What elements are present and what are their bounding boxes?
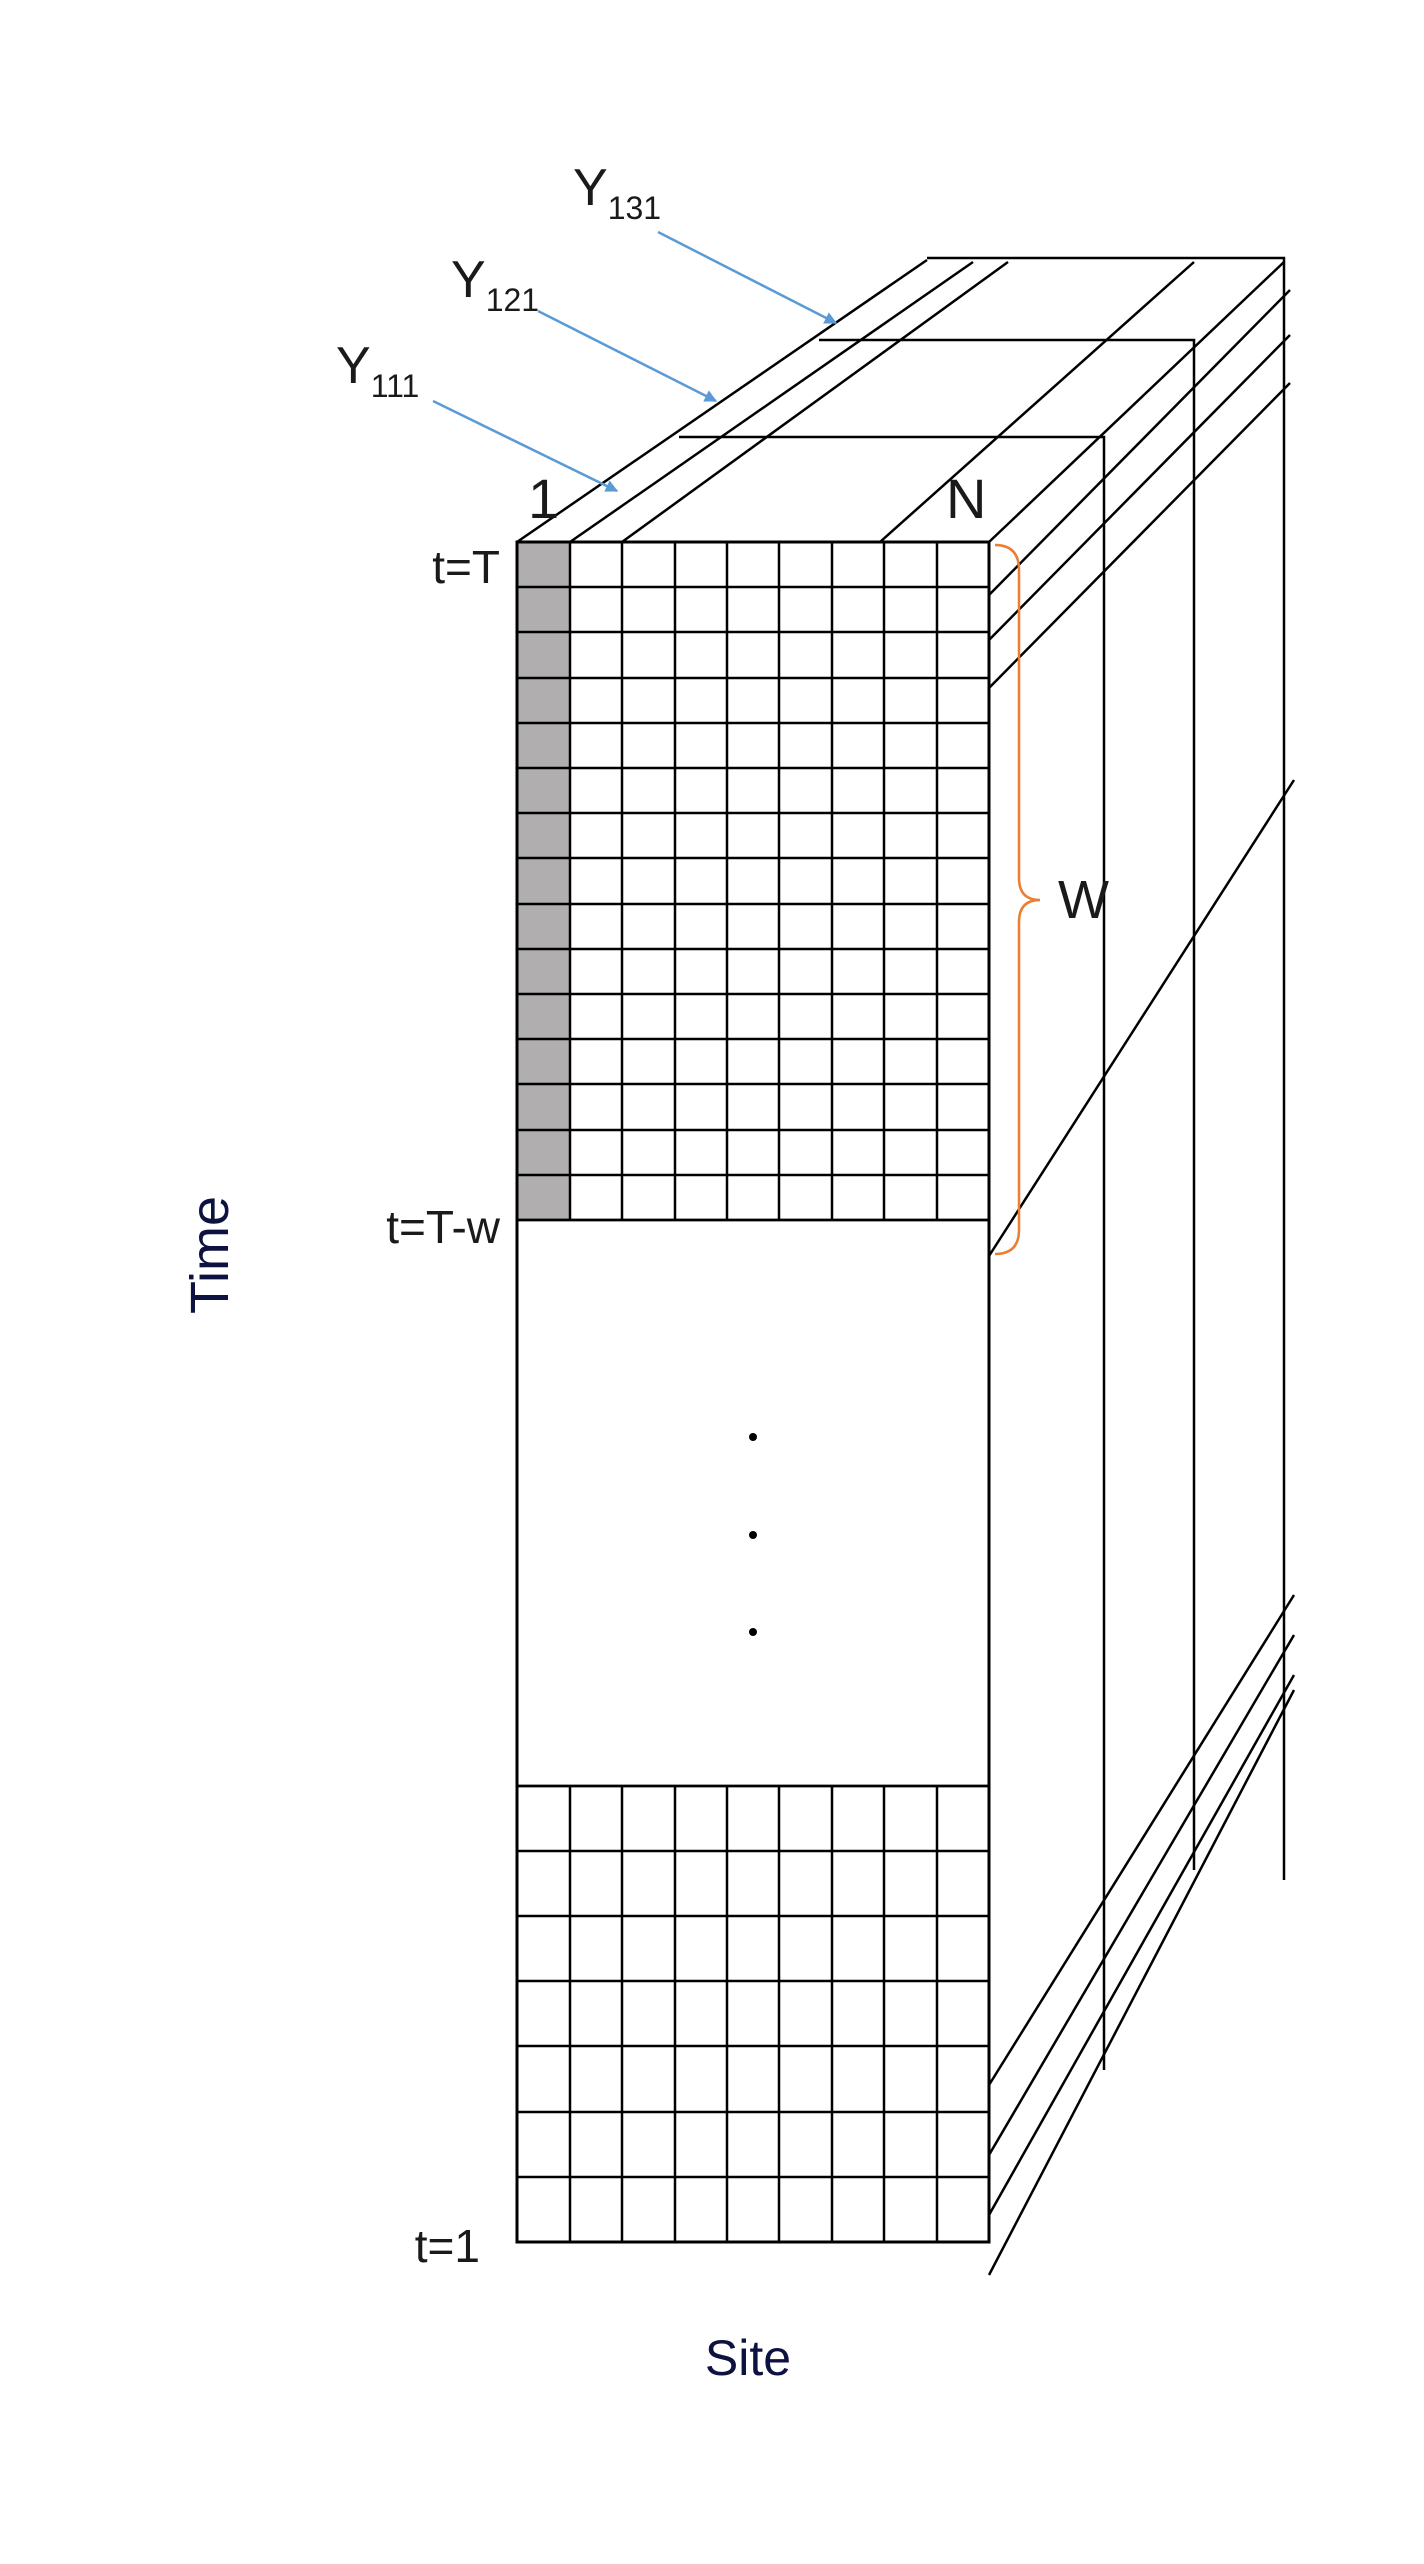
series-arrow-111 <box>432 399 619 493</box>
right-face <box>987 289 1296 2276</box>
column-label-last: N <box>946 467 986 530</box>
bottom-grid <box>515 1784 991 2244</box>
back-planes <box>679 256 1286 2070</box>
top-face-edge <box>621 260 1009 544</box>
row-label-bottom: t=1 <box>415 2220 480 2272</box>
x-axis-title: Site <box>705 2330 791 2386</box>
top-face-edge <box>988 261 1285 543</box>
right-face-edge <box>987 779 1296 1257</box>
window-grid <box>515 540 991 1222</box>
series-arrow-121 <box>537 309 718 403</box>
ellipsis-dot <box>749 1628 757 1636</box>
right-face-edge <box>988 289 1291 596</box>
series-arrows <box>432 230 838 493</box>
column-label-first: 1 <box>528 467 559 530</box>
right-face-edge <box>987 1634 1296 2156</box>
series-label-111: Y111 <box>336 337 419 404</box>
right-face-edge <box>988 334 1291 641</box>
ellipsis-dot <box>749 1531 757 1539</box>
back-plane-1 <box>679 435 1106 2070</box>
right-face-edge <box>988 382 1291 689</box>
right-face-edge <box>987 1674 1296 2216</box>
ellipsis-dot <box>749 1433 757 1441</box>
back-plane-2 <box>819 338 1196 1870</box>
top-face-edge <box>516 258 928 544</box>
top-face-edge <box>879 261 1195 543</box>
window-label: W <box>1058 870 1109 930</box>
series-arrow-131 <box>657 230 838 325</box>
window-brace <box>994 543 1041 1256</box>
right-face-edge <box>987 1689 1296 2276</box>
series-label-121: Y121 <box>451 251 539 318</box>
row-label-window: t=T-w <box>386 1201 501 1253</box>
y-axis-title: Time <box>180 1196 240 1314</box>
top-face <box>516 258 1285 544</box>
top-face-edge <box>569 260 974 544</box>
front-face-outline <box>515 540 991 2244</box>
row-label-top: t=T <box>432 541 500 593</box>
back-plane-3 <box>927 256 1286 1880</box>
highlighted-column <box>517 542 570 1220</box>
ellipsis <box>749 1433 757 1636</box>
series-label-131: Y131 <box>573 159 661 226</box>
front-face <box>515 540 991 2244</box>
right-face-edge <box>987 1594 1296 2086</box>
